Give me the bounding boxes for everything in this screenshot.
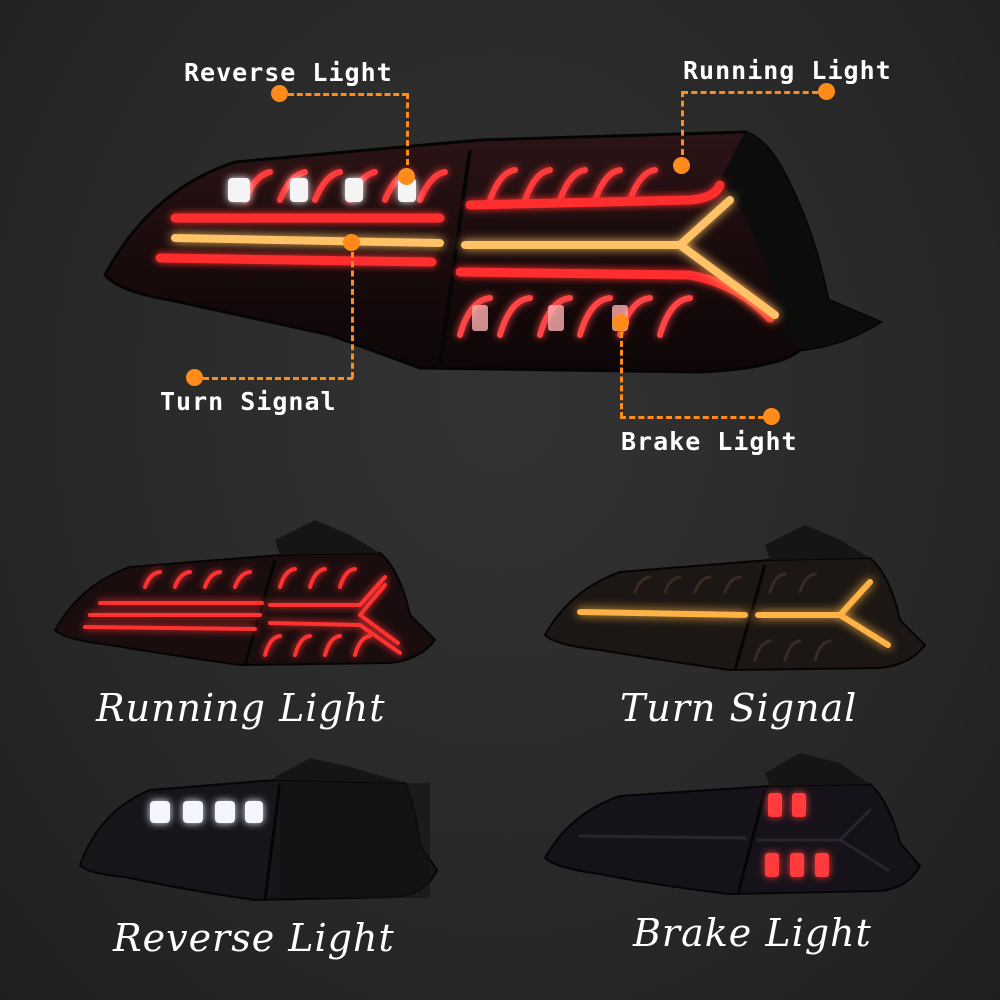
reverse-light-callout-line: [288, 93, 408, 96]
brake-light-target-dot: [612, 314, 629, 331]
running-light-callout-line-v: [681, 91, 684, 155]
brake-light-callout-line: [620, 416, 764, 419]
reverse-light-callout-label: Reverse Light: [184, 58, 393, 87]
running-light-callout-label: Running Light: [683, 56, 892, 85]
running-light-lamp-image: [53, 520, 437, 667]
turn-signal-callout-label: Turn Signal: [160, 387, 337, 416]
reverse-light-target-dot: [398, 168, 415, 185]
reverse-light-caption: Reverse Light: [113, 916, 395, 960]
reverse-light-lamp-image: [78, 758, 439, 902]
turn-signal-callout-line: [203, 377, 353, 380]
turn-signal-lamp-image: [543, 525, 927, 672]
turn-signal-caption: Turn Signal: [620, 686, 858, 730]
running-light-target-dot: [673, 157, 690, 174]
turn-signal-target-dot: [343, 234, 360, 251]
running-light-caption: Running Light: [96, 686, 386, 730]
turn-signal-callout-line-v: [351, 252, 354, 378]
brake-light-callout-label: Brake Light: [621, 427, 798, 456]
brake-light-callout-line-v: [620, 332, 623, 418]
brake-light-callout-dot: [763, 408, 780, 425]
brake-light-caption: Brake Light: [633, 911, 872, 955]
main-tail-light-image: [103, 130, 884, 374]
reverse-light-callout-dot: [271, 85, 288, 102]
turn-signal-callout-dot: [186, 369, 203, 386]
running-light-callout-dot: [818, 83, 835, 100]
brake-light-lamp-image: [543, 753, 922, 896]
reverse-light-callout-line-v: [406, 93, 409, 165]
running-light-callout-line: [682, 91, 818, 94]
